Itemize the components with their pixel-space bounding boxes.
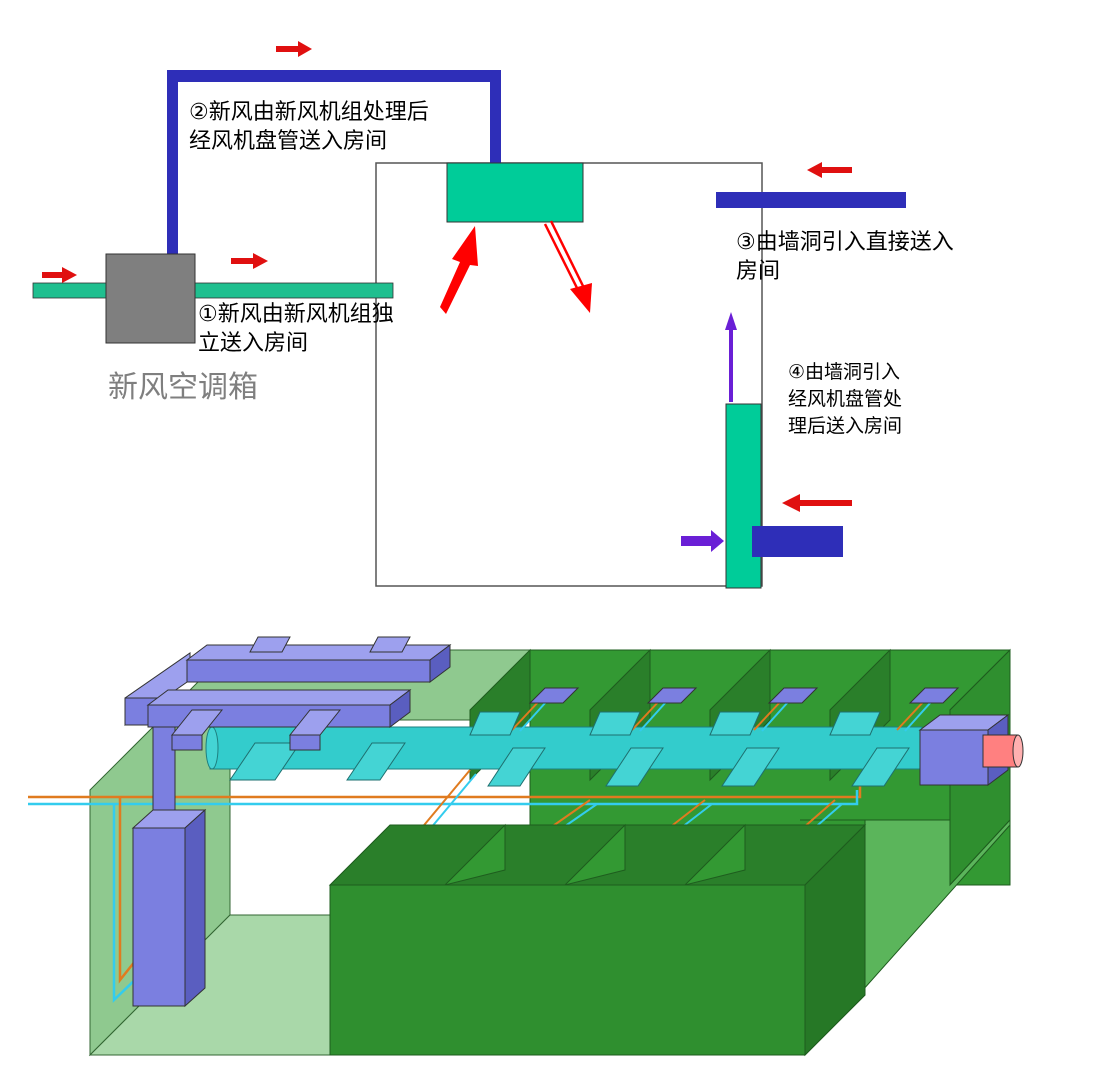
main-duct-end-cap bbox=[205, 726, 219, 770]
supply-duct-horizontal-top bbox=[167, 70, 501, 82]
route-4-label: ④由墙洞引入 经风机盘管处 理后送入房间 bbox=[788, 359, 902, 440]
route-3-label-line-2: 房间 bbox=[736, 259, 781, 284]
wall-hole-duct-upper bbox=[716, 192, 906, 208]
outlet-collar bbox=[982, 734, 1019, 768]
inlet-flow-arrow bbox=[42, 267, 77, 283]
route-2-label-line-2: 经风机盘管送入房间 bbox=[189, 129, 388, 154]
supply-air-arrow bbox=[543, 220, 592, 313]
route-2-label: ②新风由新风机组处理后 经风机盘管送入房间 bbox=[189, 98, 429, 156]
outlet-collar-opening bbox=[1012, 734, 1024, 768]
front-room-side-face bbox=[804, 823, 866, 1057]
outlet-flow-arrow bbox=[231, 253, 268, 269]
bottom-3d-illustration bbox=[28, 636, 1024, 1057]
floor-fan-coil-inlet-arrow bbox=[681, 530, 724, 552]
fresh-air-duct-outlet bbox=[194, 282, 394, 299]
air-handler-3d bbox=[919, 729, 989, 786]
front-room-wall bbox=[329, 884, 806, 1056]
room-outline bbox=[375, 162, 763, 587]
fresh-air-unit-label: 新风空调箱 bbox=[108, 370, 258, 405]
route-1-label: ①新风由新风机组独 立送入房间 bbox=[198, 300, 394, 358]
floor-fan-coil-upward-arrow bbox=[725, 312, 737, 402]
fresh-air-handler-box bbox=[105, 253, 196, 344]
route-4-label-line-2: 经风机盘管处 bbox=[788, 388, 903, 410]
front-room-divider-2 bbox=[563, 823, 626, 886]
route-1-label-line-1: ①新风由新风机组独 bbox=[198, 302, 394, 327]
supply-duct-vertical-left bbox=[167, 73, 178, 256]
floor-fan-coil-unit bbox=[725, 403, 762, 589]
wall-duct-upper-arrow bbox=[807, 162, 852, 178]
route-3-label-line-1: ③由墙洞引入直接送入 bbox=[736, 230, 954, 255]
wall-hole-duct-lower bbox=[752, 526, 843, 557]
front-room-divider-3 bbox=[683, 823, 746, 886]
wall-duct-lower-arrow bbox=[782, 494, 852, 512]
supply-duct-vertical-right bbox=[490, 70, 501, 166]
ceiling-fan-coil-unit bbox=[446, 162, 584, 223]
route-4-label-line-3: 理后送入房间 bbox=[788, 415, 903, 437]
return-air-arrow bbox=[440, 226, 478, 314]
route-2-label-line-1: ②新风由新风机组处理后 bbox=[189, 100, 429, 125]
top-duct-flow-arrow bbox=[276, 41, 312, 57]
route-3-label: ③由墙洞引入直接送入 房间 bbox=[736, 228, 954, 286]
fresh-air-duct-inlet bbox=[32, 282, 114, 299]
top-schematic bbox=[32, 41, 906, 589]
purple-duct-network bbox=[124, 636, 452, 1008]
front-room-divider-1 bbox=[443, 823, 506, 886]
route-4-label-line-1: ④由墙洞引入 bbox=[788, 361, 901, 383]
duct-diffusers bbox=[229, 711, 910, 787]
route-1-label-line-2: 立送入房间 bbox=[198, 331, 309, 356]
